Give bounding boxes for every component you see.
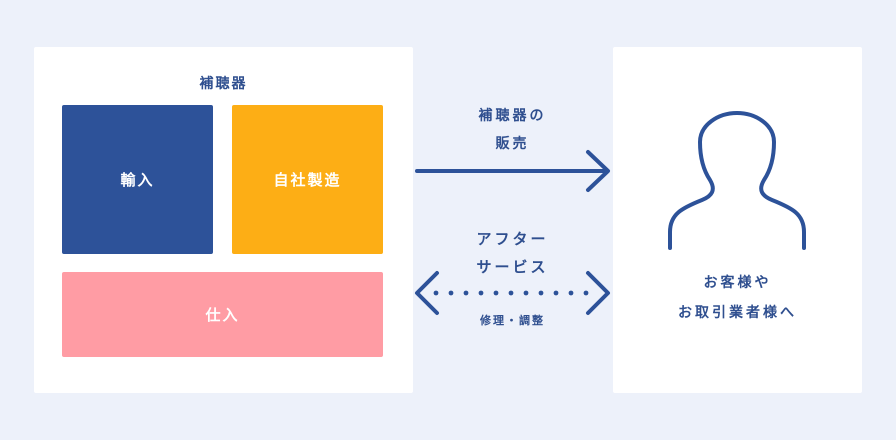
sales-label: 補聴器の 販売	[430, 102, 595, 158]
import-box: 輸入	[62, 105, 213, 254]
repair-adjust-label: 修理・調整	[480, 314, 545, 327]
in-house-label: 自社製造	[273, 171, 342, 189]
person-icon	[668, 111, 806, 250]
after-service-line2: サービス	[476, 258, 549, 276]
dotted-line	[433, 290, 589, 296]
sales-label-line1: 補聴器の	[478, 108, 547, 124]
import-label: 輸入	[120, 171, 155, 189]
sales-label-line2: 販売	[495, 136, 530, 152]
customer-panel	[613, 47, 862, 393]
arrow-right-icon	[415, 150, 610, 192]
after-service-label: アフター サービス	[430, 225, 595, 281]
panel-title: 補聴器	[199, 76, 248, 92]
after-service-line1: アフター	[476, 230, 549, 248]
purchase-box: 仕入	[62, 272, 383, 357]
customer-line1: お客様や	[703, 275, 772, 291]
in-house-manufacturing-box: 自社製造	[232, 105, 383, 254]
double-arrow-dotted-icon	[415, 271, 610, 315]
purchase-label: 仕入	[205, 306, 240, 324]
customer-line2: お取引業者様へ	[678, 305, 797, 321]
customer-label: お客様や お取引業者様へ	[613, 268, 862, 328]
